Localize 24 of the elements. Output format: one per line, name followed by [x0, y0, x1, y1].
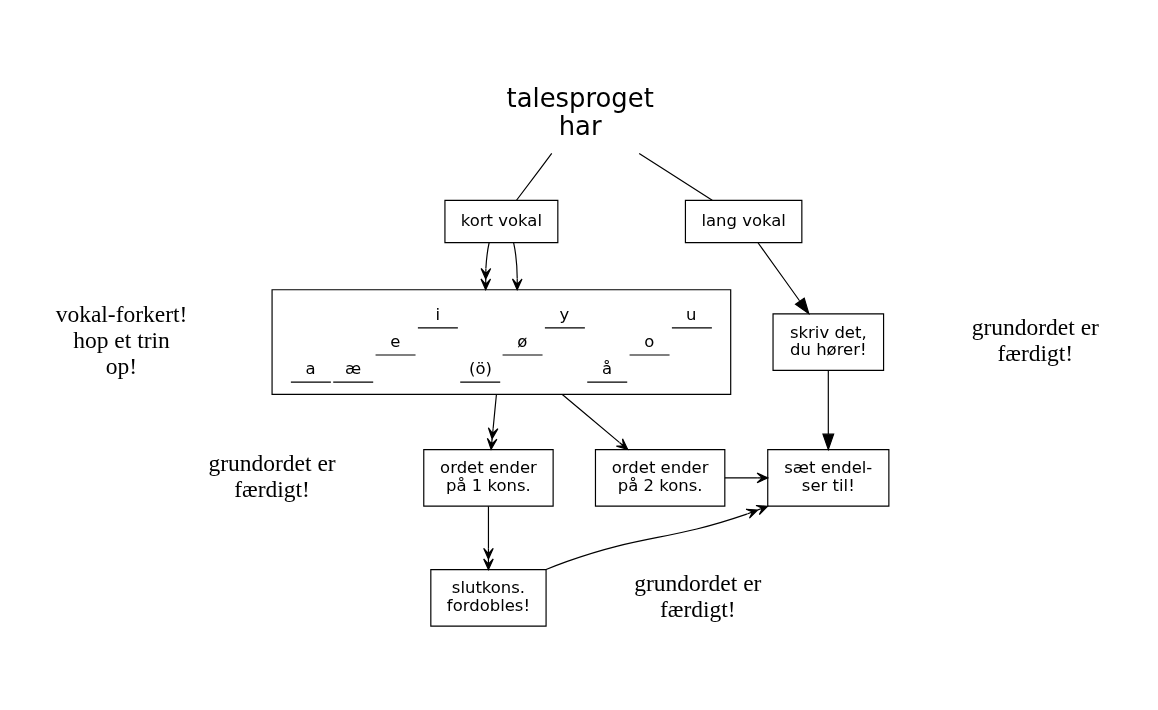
- arrow: [757, 242, 810, 316]
- node-box: i y u e ø o a æ (ö) å: [271, 289, 732, 395]
- node-box: skriv det, du hører!: [772, 313, 885, 371]
- node-box: kort vokal: [444, 199, 559, 244]
- node-text: talesproget har: [506, 82, 654, 142]
- arrow: [724, 472, 769, 484]
- node-box: slutkons. fordobles!: [430, 569, 547, 627]
- arrow: [486, 393, 499, 450]
- connector: [638, 152, 713, 201]
- label: grundordet er færdigt!: [208, 449, 336, 502]
- node-box: ordet ender på 2 kons.: [594, 449, 726, 507]
- node-box: sæt endel- ser til!: [767, 449, 890, 507]
- arrow: [480, 242, 492, 291]
- arrow: [561, 393, 629, 450]
- label: grundordet er færdigt!: [971, 314, 1099, 366]
- arrow: [822, 370, 835, 452]
- label: grundordet er færdigt!: [634, 569, 762, 622]
- label: vokal-forkert! hop et trin op!: [55, 301, 188, 379]
- arrow: [545, 504, 769, 571]
- node-box: lang vokal: [684, 199, 803, 244]
- connector: [515, 152, 553, 201]
- node-box: ordet ender på 1 kons.: [423, 449, 554, 507]
- arrow: [511, 242, 523, 291]
- arrow: [483, 505, 494, 571]
